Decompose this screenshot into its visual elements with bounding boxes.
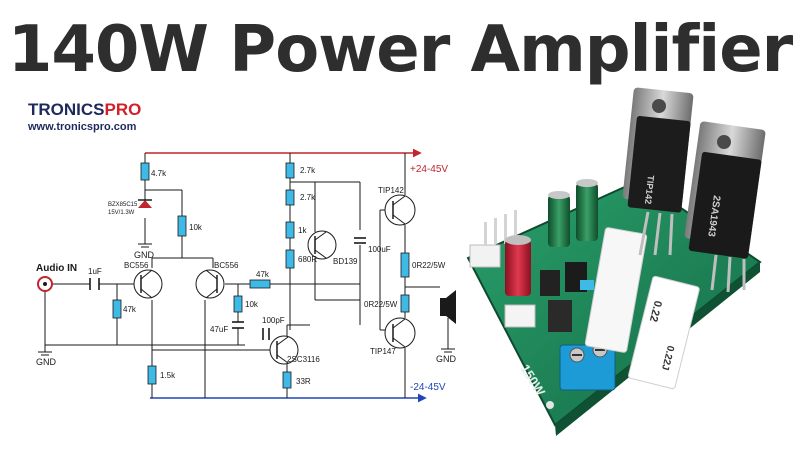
capacitors [89,237,366,340]
tronicspro-logo: TRONICSPRO www.tronicspro.com [28,100,158,142]
label-r-10k-b: 10k [245,300,259,309]
transistor-bc556-2 [195,269,225,299]
resistor-1k5 [147,365,157,385]
board-cap-red [505,240,531,296]
label-zener-spec: 15V/1.3W [108,210,135,216]
label-c-47u: 47uF [210,325,228,334]
capacitor-100pf [262,328,270,340]
label-gnd-speaker: GND [436,354,457,364]
resistor-0r22-b [400,294,410,313]
resistor-0r22-a [400,252,410,278]
label-q-tip142: TIP142 [378,186,404,195]
ground-icon-speaker [441,345,455,353]
label-q-tip147: TIP147 [370,347,396,356]
label-r-47k-fb: 47k [256,270,270,279]
transistors [133,194,416,365]
label-r-680r: 680R [298,255,317,264]
audio-input-jack [37,276,53,292]
amplifier-board-photo: 150W 0.22 0.22J [466,87,766,436]
capacitor-1uf [89,278,100,290]
ground-symbols [38,240,455,356]
label-positive-supply: +24-45V [410,164,448,175]
power-transistor-1: TIP142 [622,87,694,213]
label-q-bc556-2: BC556 [214,261,239,270]
label-r-47k-in: 47k [123,305,137,314]
capacitor-100uf [354,237,366,244]
board-cap-green-2 [576,183,598,241]
resistors [112,162,410,389]
page-title: 140W Power Amplifier [7,13,793,87]
power-transistor-1-label: TIP142 [643,175,656,205]
resistor-47k-fb [249,279,271,289]
resistor-4k7 [140,162,150,181]
logo-url: www.tronicspro.com [28,121,137,133]
connector-left [469,210,517,268]
label-r-4k7: 4.7k [151,169,167,178]
power-resistor-1 [584,227,648,353]
capacitor-47uf [232,321,244,329]
resistor-680r [285,249,295,269]
resistor-10k-b [233,295,243,313]
power-resistor-2 [628,275,700,390]
potentiometer-1k [285,221,295,239]
label-q-bc556-1: BC556 [124,261,149,270]
resistor-10k-a [177,215,187,237]
transistor-bd139 [307,230,337,260]
power-transistor-legs [638,211,746,293]
connector-white [504,304,536,328]
resistor-2k7-b [285,189,295,206]
label-r-0r22-a: 0R22/5W [412,261,446,270]
label-c-100u: 100uF [368,245,391,254]
label-r-10k-a: 10k [189,223,203,232]
speaker-icon [440,290,456,324]
transistor-tip142 [384,194,416,226]
ground-icon-zener [138,240,152,248]
label-gnd-zener: GND [134,250,155,260]
ground-icon-left [38,345,52,356]
label-r-2k7-a: 2.7k [300,166,316,175]
terminal-block-blue [559,342,616,391]
label-q-bd139: BD139 [333,257,358,266]
zener-diode [138,199,152,208]
label-c-in: 1uF [88,267,102,276]
transistor-2sc3116 [269,335,299,365]
label-gnd-left: GND [36,357,57,367]
label-audio-in: Audio IN [36,263,77,274]
amplifier-schematic: Audio IN GND GND GND +24-45V -24-45V BZX… [36,148,457,403]
pcb-mount-hole [546,401,554,409]
board-power-transistors: TIP142 2SA1943 [622,87,766,293]
power-transistor-2: 2SA1943 [684,121,766,259]
label-r-2k7-b: 2.7k [300,193,316,202]
label-c-100p: 100pF [262,316,285,325]
board-cap-green-1 [548,195,570,247]
transistor-bc556-1 [133,269,163,299]
board-power-resistors: 0.22 0.22J [584,227,700,390]
board-capacitors [505,179,598,296]
label-q-2sc3116: 2SC3116 [287,355,320,364]
resistor-47k-in [112,299,122,319]
resistor-2k7-a [285,162,295,179]
wires [44,153,449,398]
label-r-1k5: 1.5k [160,371,176,380]
logo-brand: TRONICSPRO [28,100,158,120]
label-pot-1k: 1k [298,226,307,235]
logo-brand-part1: TRONICS [28,100,105,119]
label-r-33r: 33R [296,377,311,386]
power-resistor-1-label: 0.22 [647,299,664,323]
resistor-33r [282,371,292,389]
label-zener: BZX85C15 [108,202,138,208]
transistor-tip147 [384,317,416,349]
logo-brand-part2: PRO [104,100,142,119]
label-negative-supply: -24-45V [410,382,446,393]
label-r-0r22-b: 0R22/5W [364,300,398,309]
board-small-parts [540,262,594,332]
